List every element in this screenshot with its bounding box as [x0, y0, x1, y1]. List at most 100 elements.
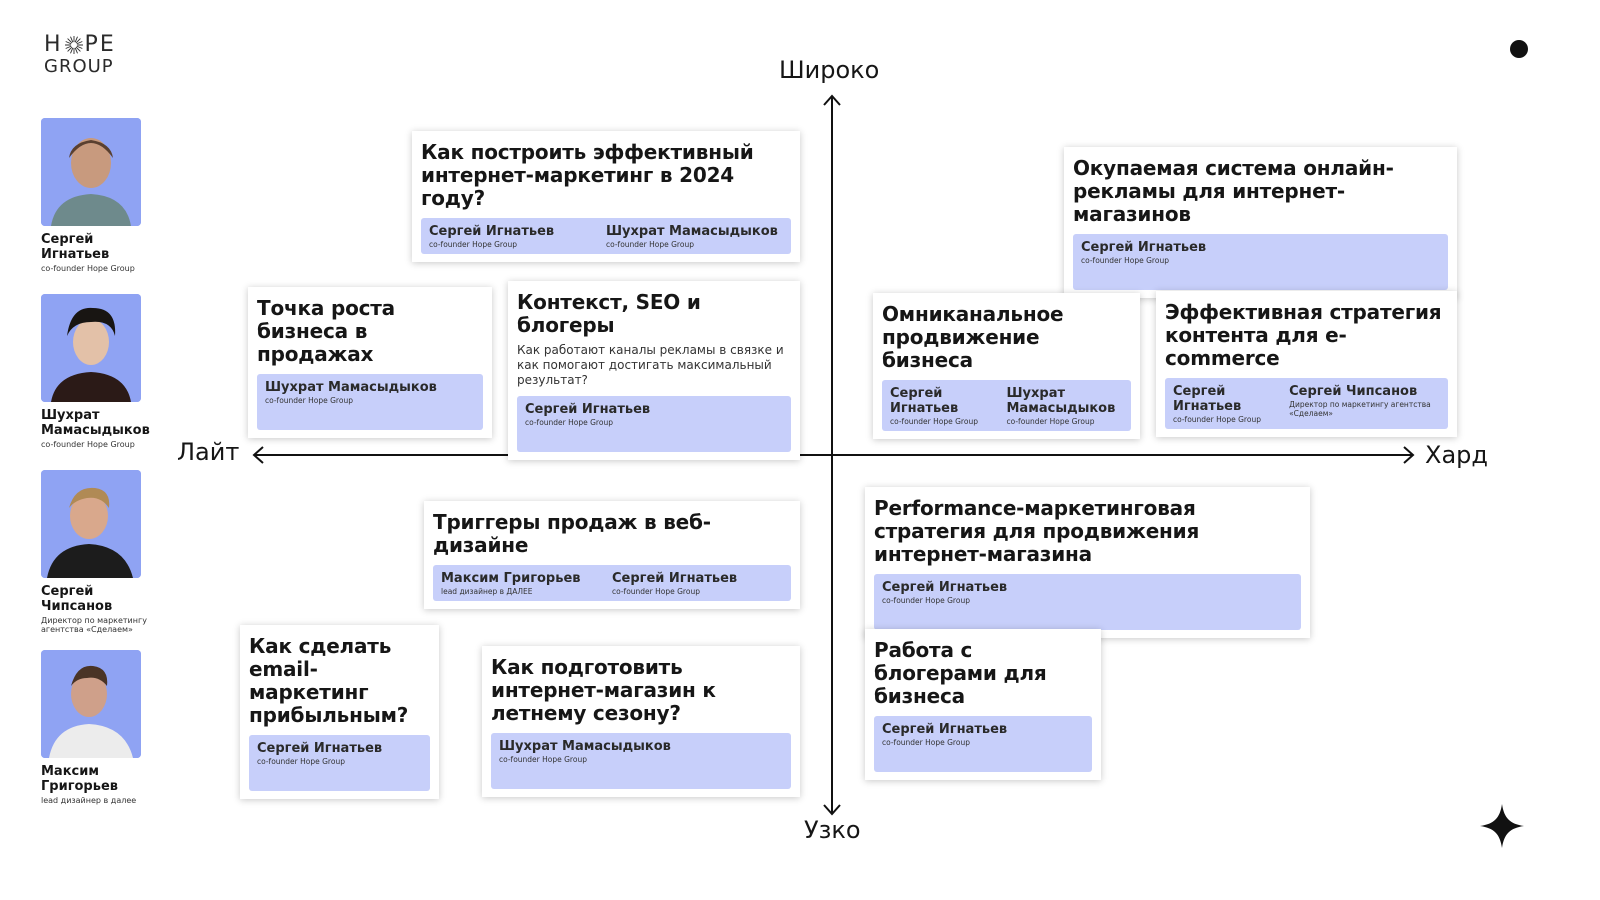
speaker-name: Шухрат Мамасыдыков: [499, 739, 671, 754]
logo-line-1: H PE: [44, 34, 134, 56]
speaker-name: Сергей Игнатьев: [1081, 240, 1207, 255]
card-title: Эффективная стратегия контента для e-com…: [1165, 300, 1442, 370]
axis-label-right: Хард: [1425, 441, 1488, 469]
person-name: Шухрат Мамасыдыков: [41, 408, 150, 438]
arrow-down-icon: [823, 804, 841, 816]
sunburst-icon: [64, 36, 83, 54]
person-card: Сергей Чипсанов Директор по маркетингу а…: [41, 470, 151, 634]
topic-card[interactable]: Как построить эффективный интернет-марке…: [412, 131, 800, 262]
topic-card[interactable]: Как подготовить интернет-магазин к летне…: [482, 646, 800, 797]
logo-letters-pe: PE: [84, 32, 116, 57]
avatar: [41, 470, 141, 578]
card-title: Как подготовить интернет-магазин к летне…: [491, 655, 716, 725]
person-name: Сергей Игнатьев: [41, 232, 110, 262]
speaker-role: co-founder Hope Group: [499, 755, 587, 764]
person-role: co-founder Hope Group: [41, 440, 135, 449]
speaker-name: Сергей Игнатьев: [525, 402, 651, 417]
speaker-role: Директор по маркетингу агентства «Сделае…: [1289, 400, 1431, 418]
person-name: Максим Григорьев: [41, 764, 118, 794]
speaker-role: co-founder Hope Group: [265, 396, 353, 405]
speaker-name: Сергей Игнатьев: [882, 580, 1008, 595]
logo-line-2: GROUP: [44, 56, 114, 77]
speaker-role: co-founder Hope Group: [882, 596, 970, 605]
person-card: Сергей Игнатьев co-founder Hope Group: [41, 118, 151, 273]
avatar: [41, 650, 141, 758]
topic-card[interactable]: Как сделать email-маркетинг прибыльным? …: [240, 625, 439, 799]
arrow-right-icon: [1403, 446, 1415, 464]
speaker-name: Сергей Игнатьев: [1173, 384, 1242, 414]
topic-card[interactable]: Контекст, SEO и блогеры Как работают кан…: [508, 281, 800, 460]
speaker-name: Шухрат Мамасыдыков: [1006, 386, 1116, 416]
topic-card[interactable]: Performance-маркетинговая стратегия для …: [865, 487, 1310, 638]
speaker-role: co-founder Hope Group: [257, 757, 345, 766]
arrow-left-icon: [252, 446, 264, 464]
axis-label-top: Широко: [779, 56, 880, 84]
speaker-role: co-founder Hope Group: [1173, 415, 1261, 424]
speaker-role: co-founder Hope Group: [890, 417, 978, 426]
card-title: Триггеры продаж в веб-дизайне: [433, 510, 711, 557]
person-role: lead дизайнер в далее: [41, 796, 137, 805]
speaker-name: Сергей Чипсанов: [1289, 384, 1418, 399]
speaker-name: Сергей Игнатьев: [257, 741, 383, 756]
speaker-role: co-founder Hope Group: [612, 587, 700, 596]
card-title: Как сделать email-маркетинг прибыльным?: [249, 634, 409, 727]
speaker-name: Сергей Игнатьев: [429, 224, 555, 239]
speaker-role: co-founder Hope Group: [1081, 256, 1169, 265]
avatar: [41, 118, 141, 226]
topic-card[interactable]: Эффективная стратегия контента для e-com…: [1156, 291, 1457, 437]
speaker-role: co-founder Hope Group: [606, 240, 694, 249]
card-title: Как построить эффективный интернет-марке…: [421, 140, 754, 210]
avatar: [41, 294, 141, 402]
speaker-role: co-founder Hope Group: [525, 418, 613, 427]
speaker-name: Сергей Игнатьев: [890, 386, 959, 416]
hope-group-logo: H PE GROUP: [44, 34, 134, 76]
topic-card[interactable]: Омниканальное продвижение бизнеса Сергей…: [873, 293, 1140, 439]
topic-card[interactable]: Триггеры продаж в веб-дизайне Максим Гри…: [424, 501, 800, 609]
person-role: Директор по маркетингу агентства «Сделае…: [41, 616, 147, 634]
speaker-role: co-founder Hope Group: [1006, 417, 1095, 426]
speaker-name: Сергей Игнатьев: [882, 722, 1008, 737]
speaker-name: Сергей Игнатьев: [612, 571, 738, 586]
card-title: Окупаемая система онлайн-рекламы для инт…: [1073, 156, 1394, 226]
speaker-name: Максим Григорьев: [441, 571, 581, 586]
person-name: Сергей Чипсанов: [41, 584, 113, 614]
card-description: Как работают каналы рекламы в связке и к…: [517, 343, 784, 387]
sparkle-star-icon: [1480, 804, 1524, 848]
speaker-name: Шухрат Мамасыдыков: [606, 224, 778, 239]
person-card: Шухрат Мамасыдыков co-founder Hope Group: [41, 294, 151, 449]
speaker-role: co-founder Hope Group: [882, 738, 970, 747]
axis-label-left: Лайт: [177, 438, 240, 466]
speaker-name: Шухрат Мамасыдыков: [265, 380, 437, 395]
topic-card[interactable]: Окупаемая система онлайн-рекламы для инт…: [1064, 147, 1457, 298]
person-card: Максим Григорьев lead дизайнер в далее: [41, 650, 151, 805]
card-title: Омниканальное продвижение бизнеса: [882, 302, 1064, 372]
card-title: Контекст, SEO и блогеры: [517, 290, 701, 337]
card-title: Работа с блогерами для бизнеса: [874, 638, 1047, 708]
topic-card[interactable]: Работа с блогерами для бизнеса Сергей Иг…: [865, 629, 1101, 780]
topic-card[interactable]: Точка роста бизнеса в продажах Шухрат Ма…: [248, 287, 492, 438]
